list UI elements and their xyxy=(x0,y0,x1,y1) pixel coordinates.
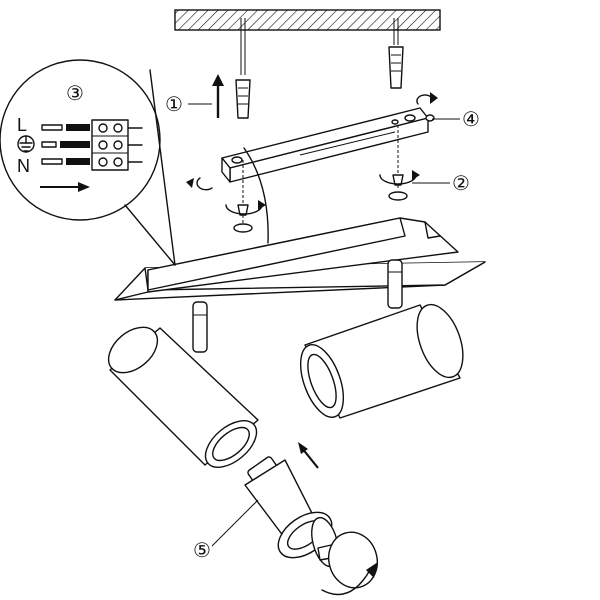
earth-ground-icon xyxy=(17,135,35,153)
step-1-callout: ① xyxy=(165,92,183,116)
step-4-callout: ④ xyxy=(462,107,480,131)
wire-live xyxy=(41,124,90,131)
wire-neutral xyxy=(41,158,90,165)
ceiling xyxy=(174,9,441,31)
lamp-arm-right xyxy=(387,259,403,309)
mounting-bracket xyxy=(221,107,429,183)
terminal-block xyxy=(91,119,143,171)
step-5-callout: ⑤ xyxy=(193,538,211,562)
step-3-callout: ③ xyxy=(66,81,84,105)
rotate-arrow-icon-cover xyxy=(321,562,378,596)
spotlight-right xyxy=(299,303,464,419)
step-2-callout: ② xyxy=(452,171,470,195)
insert-bulb-arrow-icon xyxy=(298,442,319,469)
screw-right xyxy=(379,170,420,201)
wire-earth xyxy=(41,141,90,148)
wiring-direction-arrow-icon xyxy=(40,182,90,192)
rotate-arrow-icon-bracket-left xyxy=(186,177,213,191)
spotlight-left xyxy=(107,326,259,468)
lamp-arm-left xyxy=(192,301,208,353)
wall-plug-right xyxy=(388,46,404,89)
screw-left xyxy=(225,200,266,233)
rotate-arrow-icon-bracket-right xyxy=(416,92,438,122)
insert-arrow-icon xyxy=(212,74,224,118)
wiring-inset xyxy=(0,59,176,266)
neutral-label: N xyxy=(17,156,30,176)
wall-plug-left xyxy=(235,79,251,119)
ceiling-drill-holes xyxy=(240,18,399,75)
fixing-guides xyxy=(242,125,399,225)
live-label: L xyxy=(17,115,27,135)
supply-cable xyxy=(243,147,269,244)
glass-cover xyxy=(328,531,378,589)
